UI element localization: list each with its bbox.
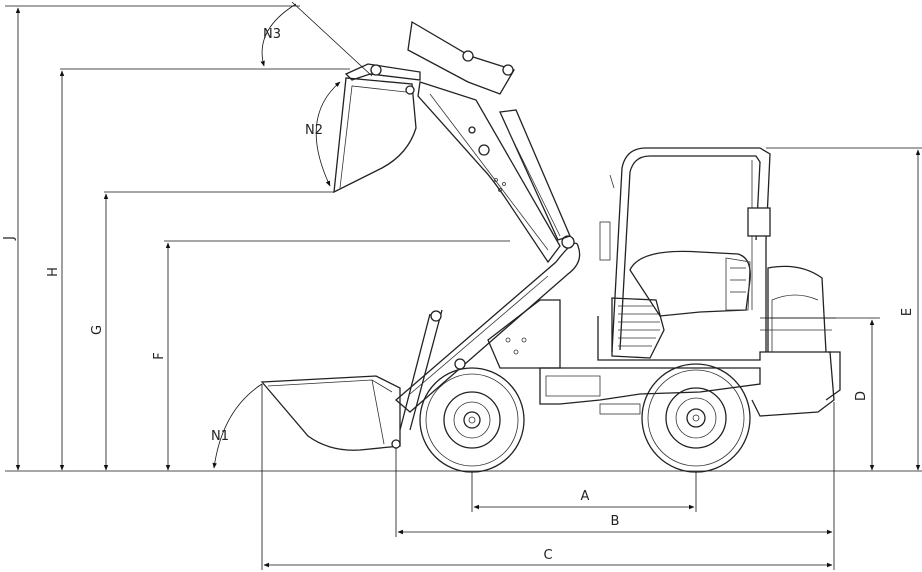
- rear-wheel: [641, 363, 751, 473]
- dim-label-d: D: [854, 391, 869, 401]
- dim-label-g: G: [90, 325, 105, 335]
- angle-label-n3: N3: [263, 27, 281, 42]
- dim-label-j: J: [2, 236, 17, 241]
- front-wheel: [419, 367, 525, 473]
- dim-label-b: B: [611, 514, 620, 529]
- dim-label-a: A: [581, 489, 590, 504]
- dim-label-c: C: [543, 548, 552, 563]
- lowered-bucket: [260, 375, 401, 451]
- angle-label-n2: N2: [305, 123, 323, 138]
- raised-bucket: [333, 63, 421, 194]
- dimension-lines: [5, 1, 922, 570]
- angle-label-n1: N1: [211, 429, 229, 444]
- lowered-boom: [395, 235, 581, 431]
- raised-boom: [407, 20, 571, 264]
- dim-label-h: H: [46, 267, 61, 277]
- dim-label-f: F: [152, 352, 167, 359]
- dim-label-e: E: [900, 308, 915, 316]
